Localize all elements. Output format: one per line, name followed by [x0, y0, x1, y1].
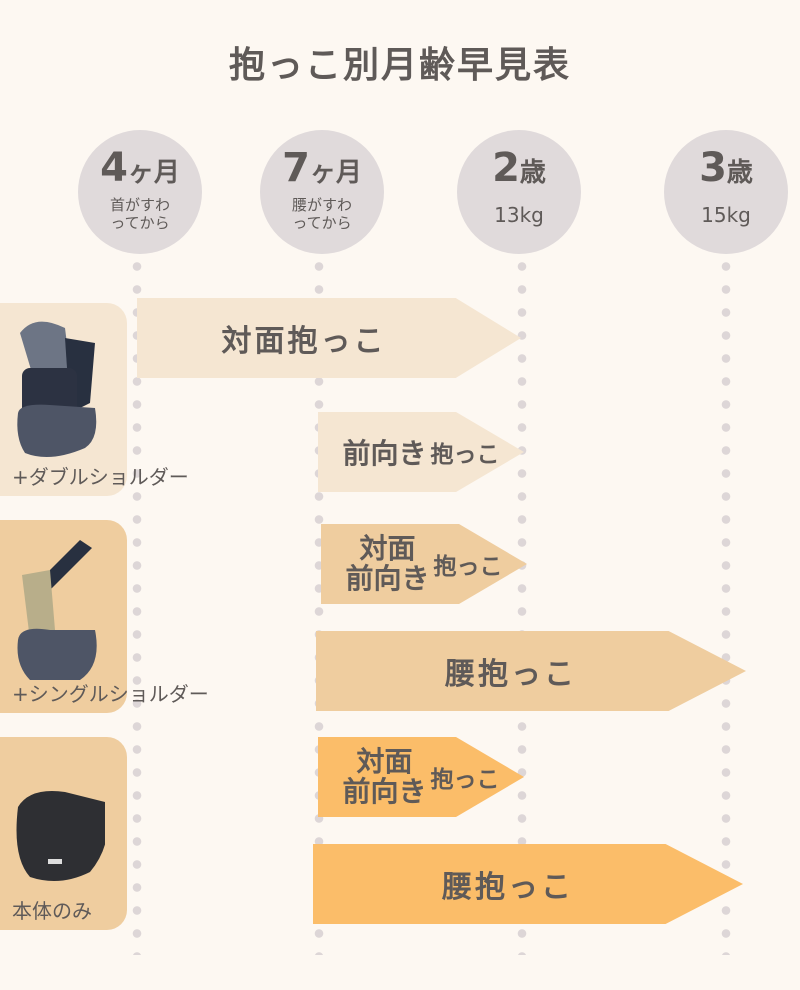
- bar-label-suffix: 抱っこ: [433, 554, 503, 580]
- milestone-number: 4: [100, 145, 128, 191]
- timeline-dotted-line: [314, 255, 324, 955]
- milestone-4-months: 4ヶ月 首がすわ ってから: [78, 130, 202, 254]
- product-panel-body-only: 本体のみ: [0, 737, 127, 930]
- bar-label-line1: 対面: [356, 745, 413, 778]
- bar-face-out-hold: 前向き抱っこ: [318, 412, 524, 492]
- bar-label-suffix: 抱っこ: [430, 442, 500, 468]
- milestone-unit: ヶ月: [127, 158, 180, 188]
- bar-face-in-out-hold: 対面前向き抱っこ: [321, 524, 527, 604]
- hip-seat-image: [16, 791, 105, 881]
- page-title: 抱っこ別月齢早見表: [228, 45, 571, 86]
- milestone-note: ってから: [110, 214, 170, 232]
- bar-face-in-hold: 対面抱っこ: [137, 298, 521, 378]
- double-shoulder-carrier-image: [17, 321, 97, 457]
- milestone-unit: ヶ月: [309, 158, 362, 188]
- milestone-unit: 歳: [519, 158, 546, 188]
- milestone-unit: 歳: [726, 158, 753, 188]
- milestone-weight: 15kg: [701, 203, 751, 227]
- product-caption: +ダブルショルダー: [12, 465, 189, 489]
- milestone-number: 3: [699, 145, 727, 191]
- milestone-note: 首がすわ: [109, 196, 170, 214]
- bar-label: 対面抱っこ: [221, 324, 387, 359]
- bar-label-line2: 前向き: [345, 562, 430, 595]
- milestone-note: 腰がすわ: [291, 196, 352, 214]
- milestone-weight: 13kg: [494, 203, 544, 227]
- bar-hip-hold: 腰抱っこ: [316, 631, 746, 711]
- milestone-number: 2: [492, 145, 520, 191]
- bar-label-line2: 前向き: [342, 775, 427, 808]
- product-caption: +シングルショルダー: [12, 682, 209, 706]
- bar-hip-hold: 腰抱っこ: [313, 844, 743, 924]
- bar-label-suffix: 抱っこ: [430, 767, 500, 793]
- product-panel-double-shoulder: +ダブルショルダー: [0, 303, 189, 496]
- bar-face-in-out-hold: 対面前向き抱っこ: [318, 737, 524, 817]
- timeline-dotted-line: [721, 255, 731, 955]
- bar-label: 腰抱っこ: [442, 870, 574, 905]
- product-caption: 本体のみ: [12, 899, 92, 923]
- milestone-note: ってから: [292, 214, 352, 232]
- milestone-3-years: 3歳 15kg: [664, 130, 788, 254]
- milestone-7-months: 7ヶ月 腰がすわ ってから: [260, 130, 384, 254]
- timeline-dotted-line: [132, 255, 142, 955]
- milestone-2-years: 2歳 13kg: [457, 130, 581, 254]
- bar-label: 腰抱っこ: [445, 657, 577, 692]
- single-shoulder-carrier-image: [17, 540, 97, 680]
- milestone-number: 7: [282, 145, 310, 191]
- timeline-dotted-line: [517, 255, 527, 955]
- product-panel-single-shoulder: +シングルショルダー: [0, 520, 209, 713]
- bar-label: 前向き: [342, 437, 427, 470]
- bar-label-line1: 対面: [359, 532, 416, 565]
